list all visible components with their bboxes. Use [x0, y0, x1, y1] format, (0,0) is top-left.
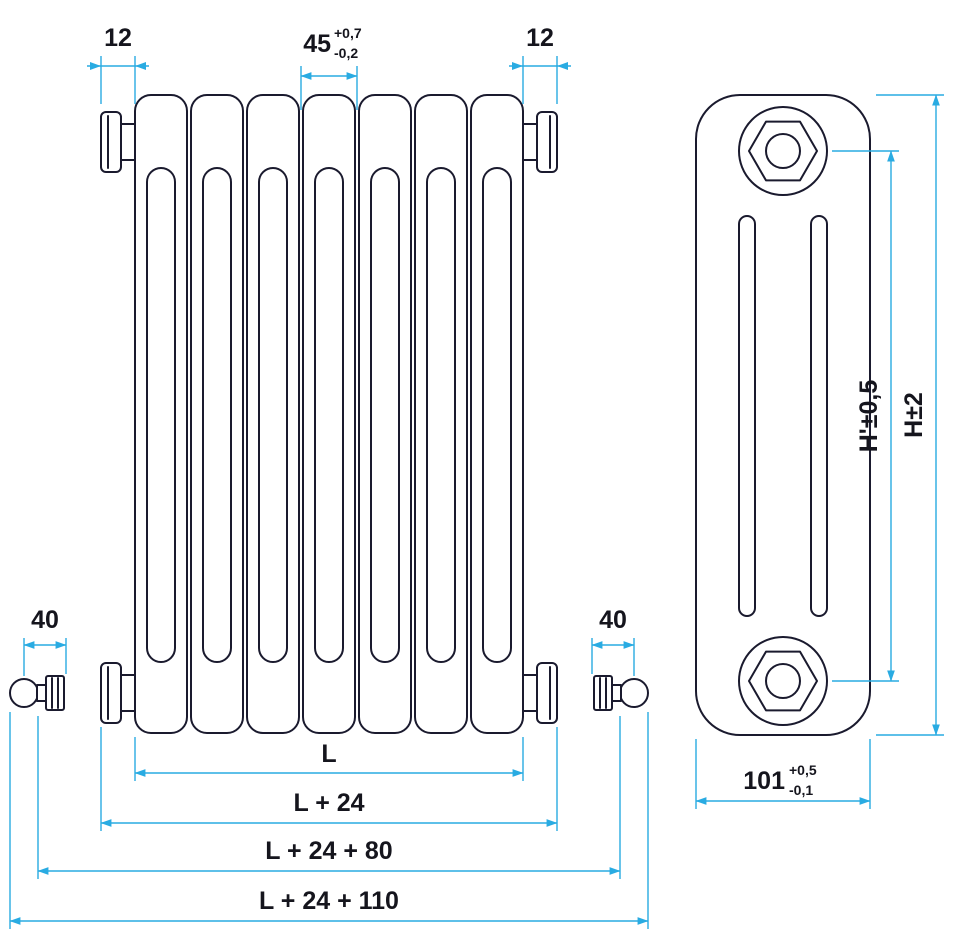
arrow-icon: [90, 62, 101, 70]
radiator-section: [246, 94, 300, 734]
radiator-sections: [134, 94, 524, 734]
radiator-section: [190, 94, 244, 734]
dim-40-right: 40: [591, 606, 635, 676]
tapping-bottom: [738, 636, 828, 726]
radiator-section: [414, 94, 468, 734]
dim-H-centers: H'±0,5: [832, 150, 899, 682]
dimension-label-12-right: 12: [526, 24, 554, 52]
dim-12-right: 12: [509, 24, 571, 104]
dimension-label-101: 101: [743, 767, 785, 795]
tapping-top: [738, 106, 828, 196]
dim-L-24-110: L + 24 + 110: [9, 712, 649, 929]
dimension-label-12-left: 12: [104, 24, 132, 52]
column-groove-left: [738, 215, 756, 617]
dim-L: L: [134, 737, 524, 781]
dim-40-left: 40: [23, 606, 67, 676]
dimensions: 12 12 45 +0,7 -0,2 40: [9, 24, 944, 929]
dim-L-24: L + 24: [100, 727, 558, 831]
valve-right: [593, 675, 649, 711]
end-cap-top-right: [522, 111, 558, 173]
dim-H-overall: H±2: [876, 94, 944, 736]
radiator-section: [470, 94, 524, 734]
dimension-label-40-left: 40: [31, 606, 59, 634]
side-view: [695, 94, 871, 736]
dimension-tolerance-lower: -0,2: [334, 45, 358, 61]
dim-L-24-80: L + 24 + 80: [37, 716, 621, 879]
column-groove-right: [810, 215, 828, 617]
arrow-icon: [512, 62, 523, 70]
dimension-tolerance-upper: +0,5: [789, 762, 817, 778]
dimension-tolerance-lower: -0,1: [789, 782, 813, 798]
dim-12-left: 12: [87, 24, 149, 104]
dim-101-depth: 101 +0,5 -0,1: [695, 739, 871, 809]
front-view: [9, 94, 649, 734]
dimension-tolerance-upper: +0,7: [334, 25, 362, 41]
arrow-icon: [135, 62, 146, 70]
end-cap-bottom-right: [522, 662, 558, 724]
dimension-label-L-24-80: L + 24 + 80: [265, 837, 392, 865]
arrow-icon: [557, 62, 568, 70]
radiator-section: [302, 94, 356, 734]
valve-left: [9, 675, 65, 711]
radiator-section: [134, 94, 188, 734]
end-cap-top-left: [100, 111, 136, 173]
dimension-label-45: 45: [303, 30, 331, 58]
dimension-label-L: L: [321, 740, 336, 768]
dimension-label-40-right: 40: [599, 606, 627, 634]
dimension-label-L-24: L + 24: [293, 789, 364, 817]
dim-45-pitch: 45 +0,7 -0,2: [300, 25, 362, 110]
dimension-label-H-centers: H'±0,5: [855, 380, 883, 453]
radiator-section: [358, 94, 412, 734]
dimension-label-L-24-110: L + 24 + 110: [259, 887, 399, 915]
dimension-label-H-overall: H±2: [900, 392, 928, 438]
end-cap-bottom-left: [100, 662, 136, 724]
